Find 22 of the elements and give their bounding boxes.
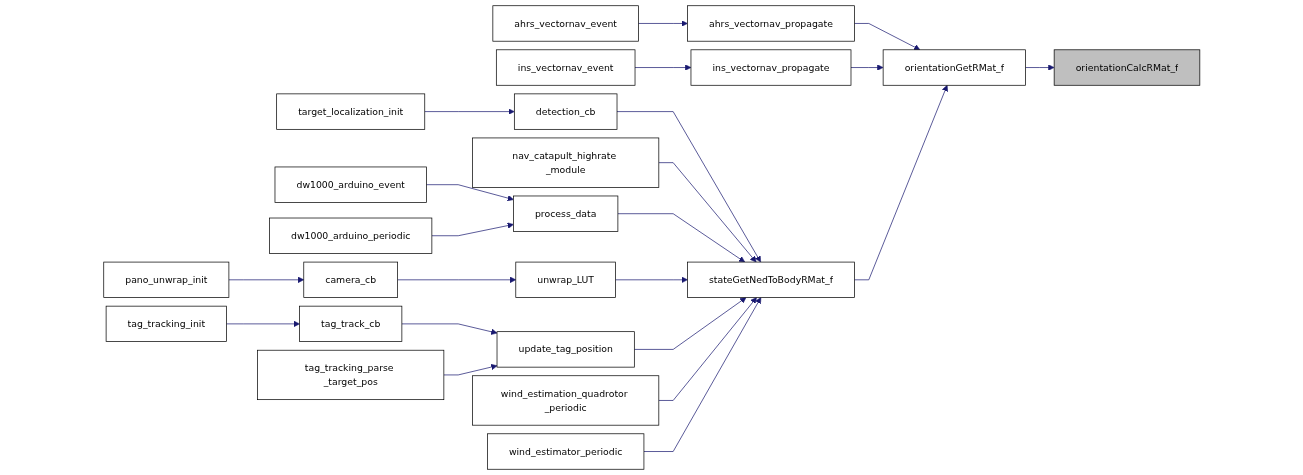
node-box: tag_tracking_parse _target_pos (256, 349, 444, 401)
node-box: camera_cb (303, 261, 398, 298)
node-box: ins_vectornav_event (495, 49, 636, 86)
node-box: process_data (512, 195, 618, 232)
node-box: tag_tracking_init (105, 305, 227, 342)
node-box: orientationGetRMat_f (882, 49, 1026, 86)
node-box: ins_vectornav_propagate (690, 49, 852, 86)
node-box: orientationCalcRMat_f (1053, 49, 1200, 86)
node-box: wind_estimation_quadrotor _periodic (471, 375, 659, 426)
node-box: pano_unwrap_init (103, 261, 229, 298)
node-box: target_localization_init (276, 93, 425, 130)
node-box: dw1000_arduino_event (274, 166, 427, 203)
node-box: ahrs_vectornav_propagate (686, 5, 855, 42)
node-box: dw1000_arduino_periodic (268, 217, 432, 254)
node-box: ahrs_vectornav_event (492, 5, 639, 42)
node-box: unwrap_LUT (515, 261, 616, 298)
node-box: detection_cb (513, 93, 618, 130)
node-box: stateGetNedToBodyRMat_f (686, 261, 855, 298)
node-box: tag_track_cb (298, 305, 402, 342)
node-box: wind_estimator_periodic (486, 433, 644, 470)
node-box: update_tag_position (496, 331, 635, 368)
node-box: nav_catapult_highrate _module (471, 137, 659, 188)
